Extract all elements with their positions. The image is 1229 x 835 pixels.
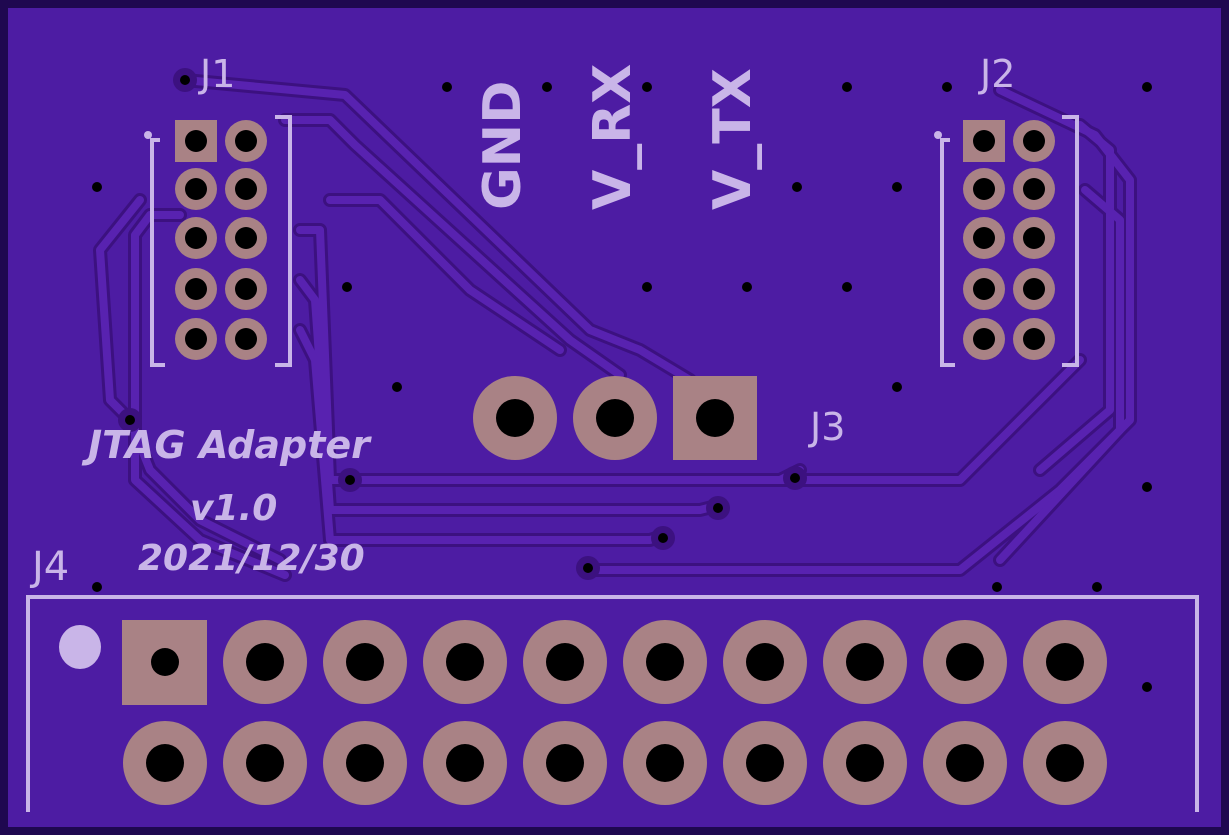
j4-drill-hole — [646, 744, 684, 782]
j4-drill-hole — [446, 643, 484, 681]
j4-drill-hole — [1046, 744, 1084, 782]
v-rx-label: V_RX — [583, 64, 643, 210]
j4-drill-hole — [746, 744, 784, 782]
j4-drill-hole — [246, 744, 284, 782]
j4-drill-hole — [946, 643, 984, 681]
j3-label: J3 — [808, 405, 845, 449]
j4-drill-hole — [346, 744, 384, 782]
vias — [92, 68, 1152, 692]
j4-header: J4 — [26, 544, 1199, 812]
j4-drill-hole — [546, 744, 584, 782]
j3-header: J3 — [473, 376, 845, 460]
j4-drill-hole — [1046, 643, 1084, 681]
j4-label: J4 — [29, 544, 69, 590]
j2-label: J2 — [978, 52, 1015, 96]
j4-drill-hole — [246, 643, 284, 681]
board-title: JTAG Adapter — [81, 423, 372, 467]
board-date: 2021/12/30 — [138, 538, 365, 579]
j4-pin1-marker — [59, 625, 101, 669]
j4-drill-hole — [846, 643, 884, 681]
j1-label: J1 — [198, 52, 235, 96]
j4-drill-hole — [946, 744, 984, 782]
j4-drill-hole — [846, 744, 884, 782]
j1-header: J1 — [144, 52, 292, 367]
j4-drill-hole — [646, 643, 684, 681]
gnd-label: GND — [473, 81, 533, 210]
j4-drill-hole — [446, 744, 484, 782]
j4-drill-hole — [146, 744, 184, 782]
j4-drill-hole — [546, 643, 584, 681]
board-version: v1.0 — [190, 488, 277, 529]
j2-header: J2 — [934, 52, 1079, 367]
v-tx-label: V_TX — [703, 68, 763, 210]
j4-drill-hole — [746, 643, 784, 681]
j4-drill-hole — [346, 643, 384, 681]
